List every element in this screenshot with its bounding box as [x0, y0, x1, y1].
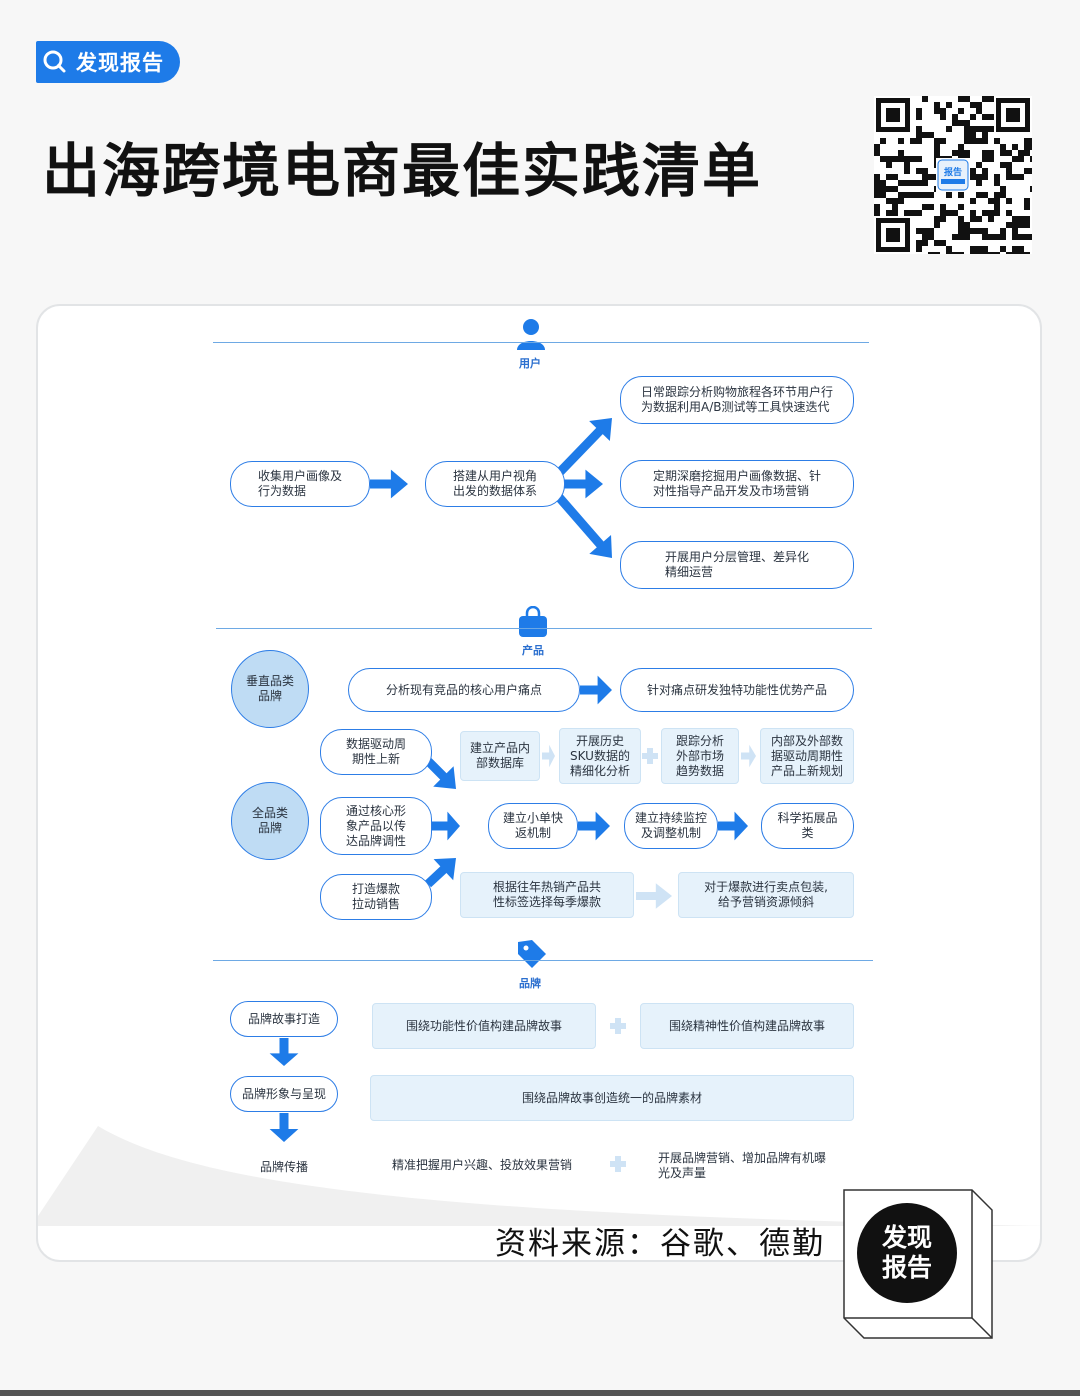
node-track-journey: 日常跟踪分析购物旅程各环节用户行 为数据利用A/B测试等工具快速迭代	[620, 376, 854, 424]
user-icon	[517, 319, 545, 350]
arrow-monitor-to-expand	[718, 811, 748, 841]
arrow-small-to-monitor	[578, 811, 610, 841]
arrow-collect-to-build	[370, 469, 408, 499]
section-label-brand: 品牌	[519, 977, 541, 990]
plus-spread	[610, 1156, 626, 1172]
plus-sku-track	[642, 748, 658, 764]
arrow-story-to-image	[269, 1038, 299, 1066]
node-small-batch: 建立小单快 返机制	[488, 803, 578, 849]
tag-icon	[518, 940, 546, 968]
section-divider-brand	[213, 960, 873, 961]
node-brand-image: 品牌形象与呈现	[230, 1076, 338, 1112]
qr-label: 报告	[944, 166, 962, 178]
arrow-analyze-to-develop	[580, 675, 612, 705]
plus-story	[610, 1018, 626, 1034]
paper-curl-decoration	[38, 1126, 1040, 1226]
node-brand-spread: 品牌传播	[259, 1159, 308, 1174]
section-divider-product	[216, 628, 872, 629]
bottom-rule	[0, 1390, 1080, 1396]
arrow-build-to-track	[554, 418, 612, 478]
arrow-track-to-plan	[741, 744, 756, 768]
node-build-hit-product: 打造爆款 拉动销售	[320, 874, 432, 920]
text-precise-marketing: 精准把握用户兴趣、投放效果营销	[391, 1157, 572, 1172]
arrow-data-driven	[424, 757, 456, 789]
node-tier-management: 开展用户分层管理、差异化 精细运营	[620, 541, 854, 589]
stamp-line1: 发现	[881, 1223, 932, 1252]
flow-arrows	[269, 418, 756, 1172]
stamp-circle: 发现 报告	[857, 1203, 957, 1303]
arrow-build-to-tier	[554, 493, 612, 558]
section-label-product: 产品	[522, 644, 544, 657]
arrow-core-image	[432, 811, 460, 841]
node-data-driven-launch: 数据驱动周 期性上新	[320, 729, 432, 775]
node-monitor-adjust: 建立持续监控 及调整机制	[624, 803, 718, 849]
box-sku-analysis: 开展历史 SKU数据的 精细化分析	[559, 728, 641, 784]
arrow-build-to-mine	[564, 469, 603, 499]
search-icon	[43, 50, 66, 73]
box-launch-planning: 内部及外部数 据驱动周期性 产品上新规划	[760, 728, 854, 784]
source-note: 资料来源：谷歌、德勤	[495, 1226, 825, 1262]
node-analyze-pain-points: 分析现有竞品的核心用户痛点	[348, 668, 580, 712]
text-brand-marketing: 开展品牌营销、增加品牌有机曝 光及声量	[658, 1151, 827, 1180]
box-internal-database: 建立产品内 部数据库	[460, 731, 540, 781]
qr-code-icon: 报告	[874, 96, 1032, 254]
arrow-db-to-sku	[542, 744, 555, 768]
node-collect-user-data: 收集用户画像及 行为数据	[230, 461, 370, 507]
box-select-hits: 根据往年热销产品共 性标签选择每季爆款	[460, 872, 634, 918]
arrow-hit-product	[424, 858, 456, 888]
box-market-trends: 跟踪分析 外部市场 趋势数据	[661, 728, 739, 784]
box-functional-story: 围绕功能性价值构建品牌故事	[372, 1003, 596, 1049]
section-label-user: 用户	[519, 357, 541, 370]
circle-vertical-brand: 垂直品类 品牌	[231, 650, 309, 728]
stamp-line2: 报告	[881, 1253, 932, 1282]
node-brand-story: 品牌故事打造	[230, 1001, 338, 1037]
circle-full-category-brand: 全品类 品牌	[231, 782, 309, 860]
node-build-data-system: 搭建从用户视角 出发的数据体系	[425, 461, 565, 507]
box-brand-material: 围绕品牌故事创造统一的品牌素材	[370, 1075, 854, 1121]
box-promote-hits: 对于爆款进行卖点包装, 给予营销资源倾斜	[678, 872, 854, 918]
arrow-select-to-promote	[636, 883, 672, 909]
page-title: 出海跨境电商最佳实践清单	[42, 137, 763, 205]
badge-label: 发现报告	[76, 51, 164, 75]
section-divider-user	[213, 342, 869, 343]
diagram-card: 用户 收集用户画像及 行为数据 搭建从用户视角 出发的数据体系 日常跟踪分析购物…	[36, 304, 1042, 1262]
brand-badge[interactable]: 发现报告	[36, 41, 180, 83]
bag-icon	[519, 606, 547, 637]
node-develop-products: 针对痛点研发独特功能性优势产品	[620, 668, 854, 712]
box-spiritual-story: 围绕精神性价值构建品牌故事	[640, 1003, 854, 1049]
node-expand-category: 科学拓展品 类	[761, 803, 854, 849]
arrow-image-to-spread	[269, 1113, 299, 1142]
node-mine-profiles: 定期深磨挖掘用户画像数据、针 对性指导产品开发及市场营销	[620, 460, 854, 508]
node-core-image-product: 通过核心形 象产品以传 达品牌调性	[320, 797, 432, 855]
